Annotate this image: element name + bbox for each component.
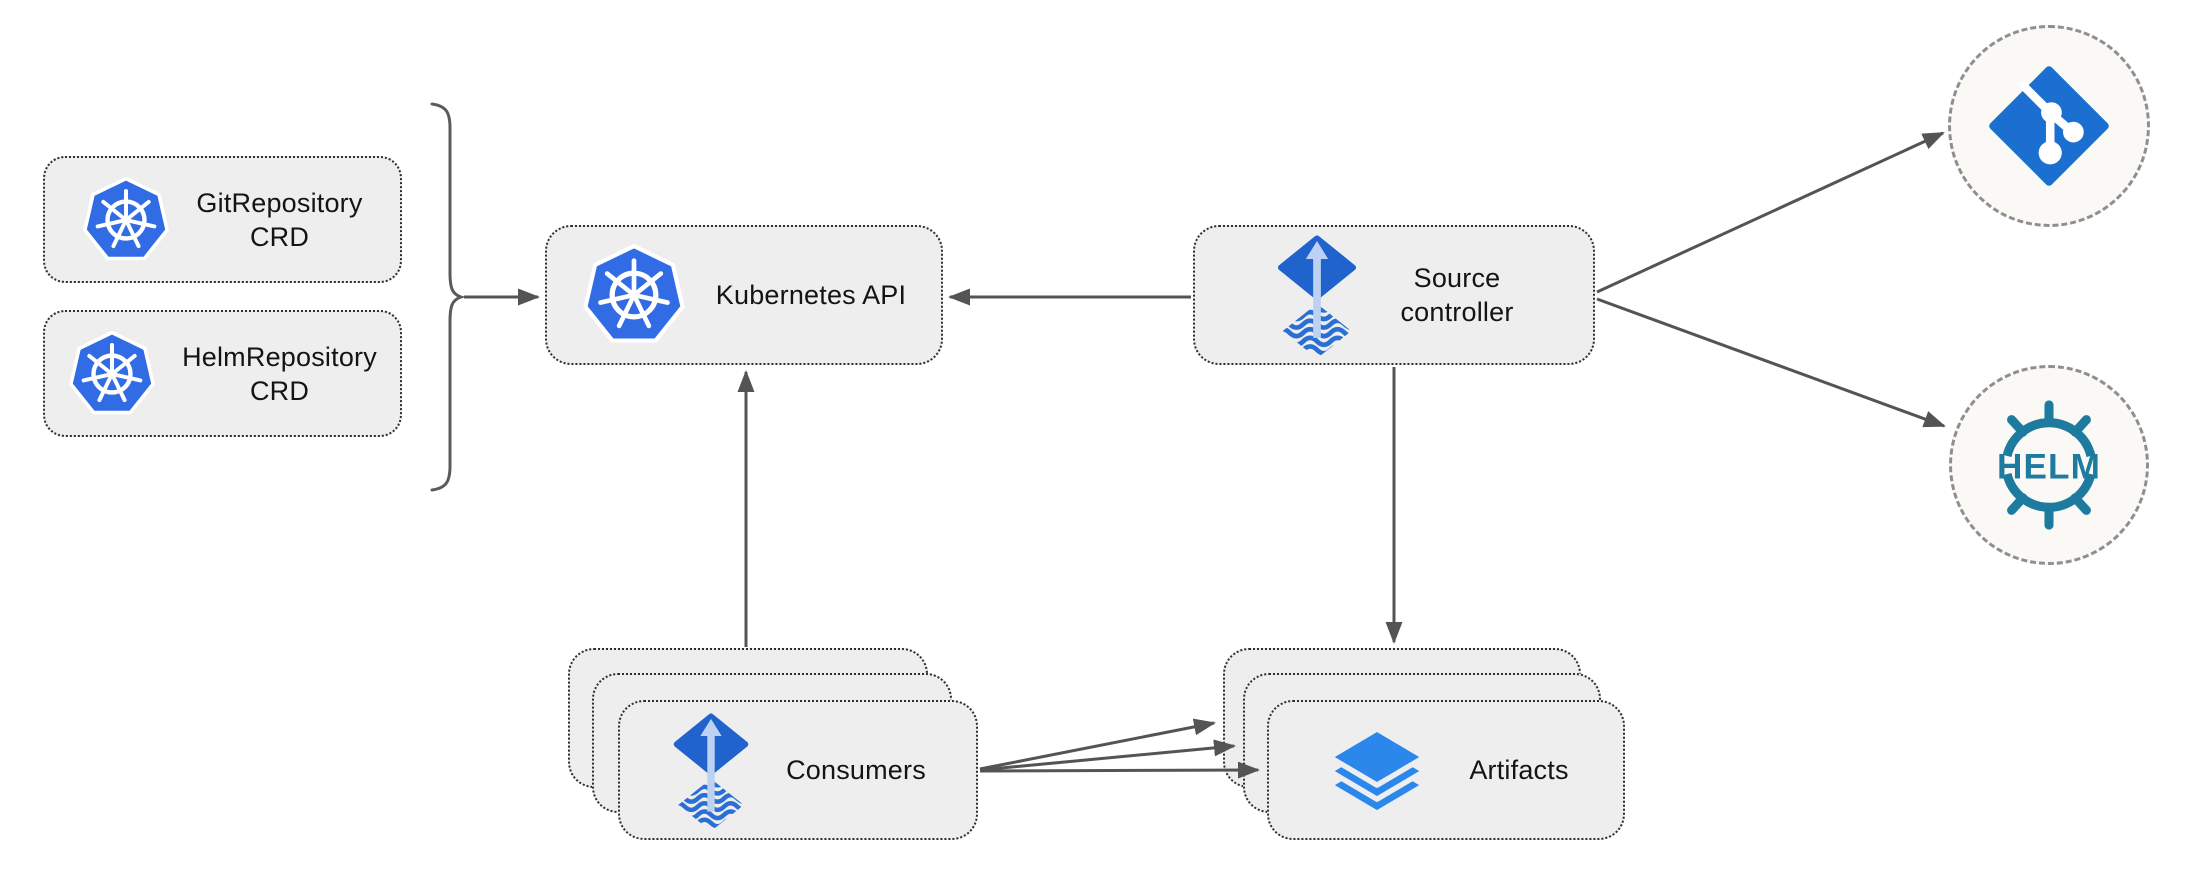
arrow-source-controller-to-artifacts-helm	[1596, 297, 1946, 428]
node-label: Source controller	[1400, 261, 1513, 329]
flux-icon	[1278, 235, 1357, 355]
arrow-source-controller-to-git	[1596, 131, 1945, 294]
node-helm-repository: HELM	[1949, 365, 2149, 565]
node-label-line: Source	[1413, 263, 1501, 293]
node-consumers: Consumers	[618, 700, 978, 840]
kubernetes-icon	[83, 176, 170, 260]
node-git-repository-crd: GitRepository CRD	[43, 156, 402, 283]
node-label-line: CRD	[249, 375, 310, 406]
arrow-consumers-to-artifacts-front	[979, 761, 1260, 779]
node-label-line: Artifacts	[1469, 755, 1569, 785]
node-label: GitRepository CRD	[196, 186, 362, 254]
node-label: HelmRepository CRD	[182, 340, 377, 408]
kubernetes-icon	[69, 330, 155, 414]
node-label-line: HelmRepository	[182, 341, 377, 372]
git-icon	[1989, 66, 2109, 186]
helm-icon: HELM	[1997, 400, 2101, 530]
kubernetes-icon	[583, 244, 685, 343]
node-label-line: CRD	[249, 221, 310, 252]
node-label: Kubernetes API	[716, 278, 906, 312]
node-artifacts: Artifacts	[1267, 700, 1625, 840]
node-git-repository	[1948, 25, 2150, 227]
arrow-consumers-to-artifacts-back	[979, 718, 1216, 771]
node-label: Consumers	[786, 753, 926, 787]
flux-icon	[673, 713, 749, 828]
crd-group-brace	[430, 102, 466, 492]
node-helm-repository-crd: HelmRepository CRD	[43, 310, 402, 437]
node-kubernetes-api: Kubernetes API	[545, 225, 943, 365]
node-source-controller: Source controller	[1193, 225, 1595, 365]
layers-icon	[1327, 726, 1428, 816]
node-label-line: controller	[1400, 297, 1514, 327]
arrow-consumers-to-artifacts-middle	[979, 739, 1236, 772]
node-label-line: Consumers	[786, 755, 926, 785]
node-label-line: Kubernetes API	[715, 280, 907, 310]
helm-logo-text: HELM	[1997, 448, 2101, 487]
node-label-line: GitRepository	[196, 187, 363, 218]
node-label: Artifacts	[1469, 753, 1568, 787]
